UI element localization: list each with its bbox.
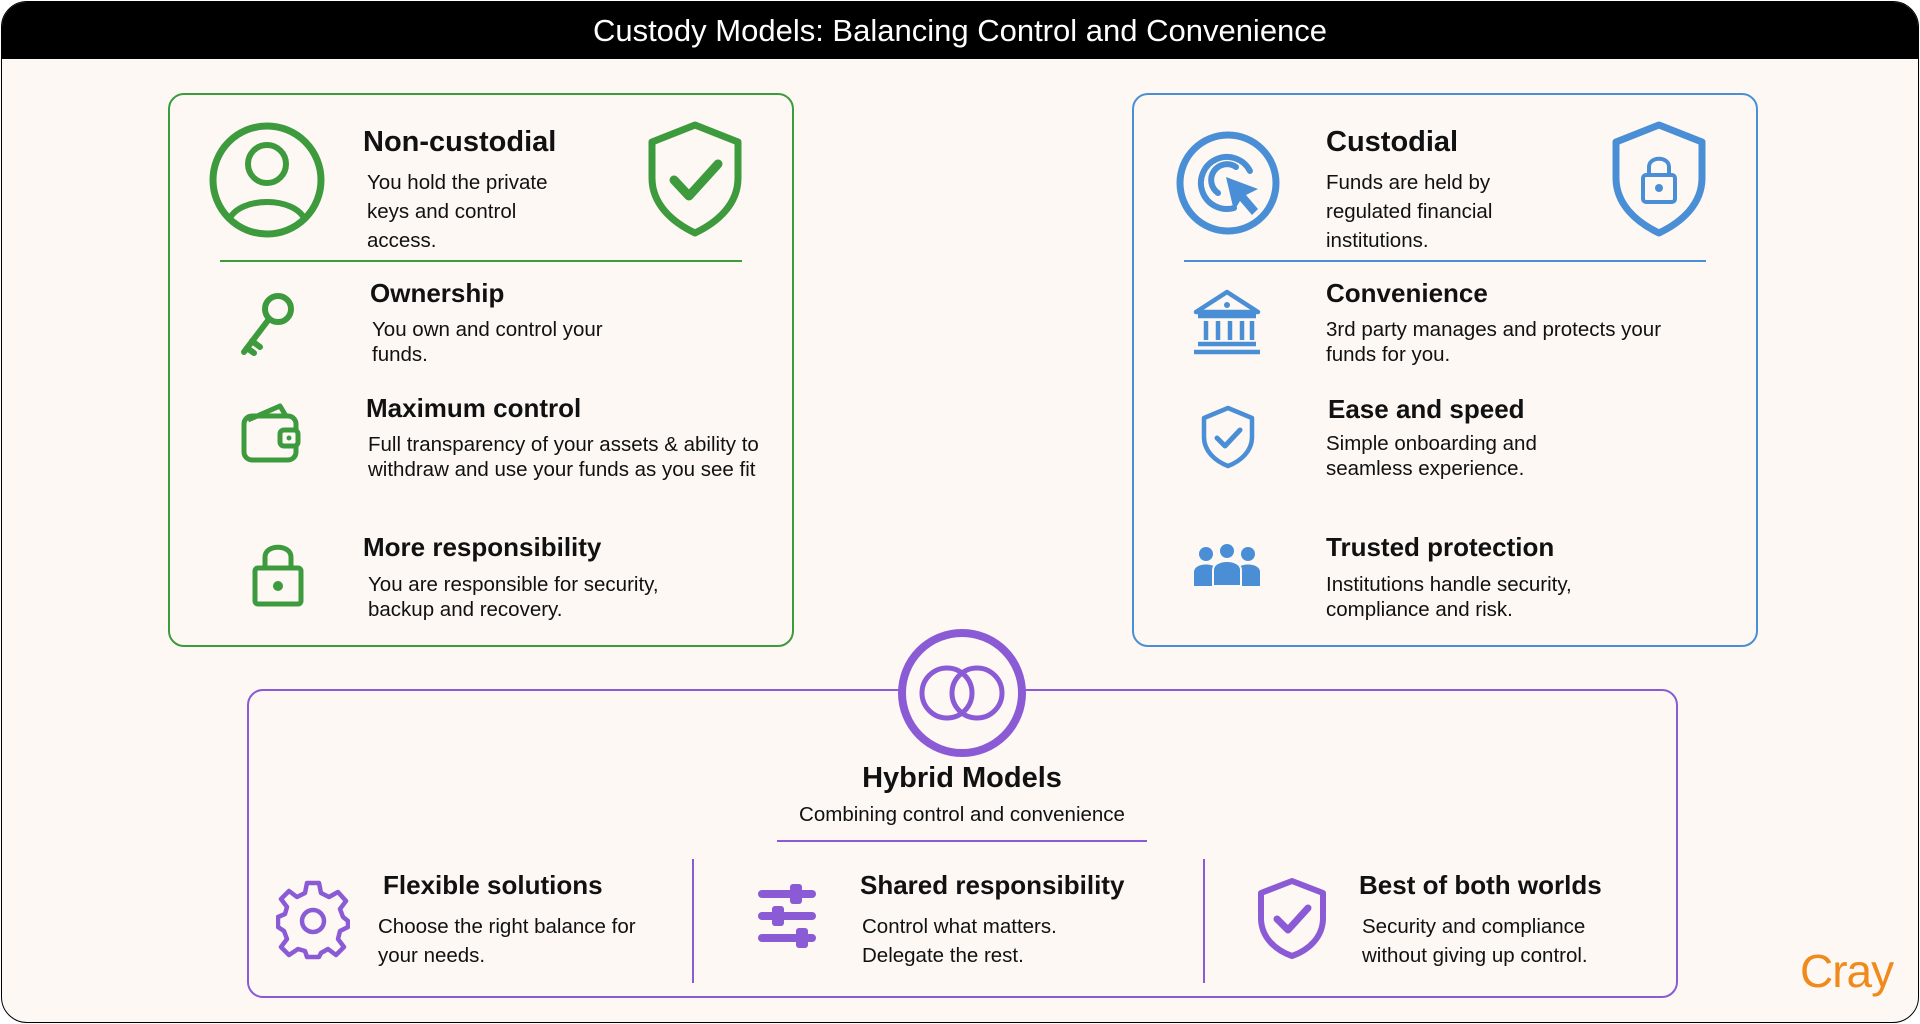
shared-responsibility-text: Control what matters. Delegate the rest. (862, 915, 1057, 967)
sliders-icon (758, 884, 816, 948)
page-title: Custody Models: Balancing Control and Co… (2, 2, 1918, 59)
brand-logo: Cray (1800, 945, 1894, 997)
key-icon (241, 293, 294, 356)
non-custodial-subtitle: You hold the private keys and control ac… (367, 171, 548, 252)
users-icon (1194, 542, 1260, 587)
flexible-solutions-text: Choose the right balance for your needs. (378, 915, 636, 967)
best-of-both-worlds-text: Security and compliance without giving u… (1362, 915, 1588, 967)
user-icon (209, 122, 325, 238)
ownership-title: Ownership (370, 278, 505, 308)
custodial-subtitle: Funds are held by regulated financial in… (1326, 171, 1493, 252)
target-cursor-icon (1176, 131, 1280, 235)
divider (220, 260, 742, 262)
wallet-icon (241, 403, 301, 463)
more-responsibility-title: More responsibility (363, 532, 602, 562)
column-divider (1203, 859, 1205, 983)
bank-icon (1193, 289, 1261, 355)
lock-icon (252, 544, 304, 607)
maximum-control-text: Full transparency of your assets & abili… (368, 433, 759, 481)
non-custodial-title: Non-custodial (363, 126, 557, 158)
trusted-protection-title: Trusted protection (1326, 532, 1555, 562)
ownership-text: You own and control your funds. (372, 318, 603, 366)
shield-lock-icon (1612, 121, 1706, 237)
divider (777, 840, 1147, 842)
shield-check-icon (1201, 405, 1255, 469)
gear-icon (276, 880, 350, 960)
ease-and-speed-title: Ease and speed (1328, 394, 1525, 424)
best-of-both-worlds-title: Best of both worlds (1359, 870, 1602, 900)
column-divider (692, 859, 694, 983)
custodial-panel (1132, 93, 1758, 647)
shield-check-icon (1258, 878, 1326, 959)
convenience-text: 3rd party manages and protects your fund… (1326, 318, 1662, 366)
divider (1184, 260, 1706, 262)
hybrid-subtitle: Combining control and convenience (799, 803, 1125, 826)
hybrid-title: Hybrid Models (862, 762, 1062, 794)
maximum-control-title: Maximum control (366, 393, 582, 423)
convenience-title: Convenience (1326, 278, 1488, 308)
flexible-solutions-title: Flexible solutions (383, 870, 603, 900)
non-custodial-panel (168, 93, 794, 647)
more-responsibility-text: You are responsible for security, backup… (368, 573, 659, 621)
ease-and-speed-text: Simple onboarding and seamless experienc… (1326, 432, 1537, 480)
trusted-protection-text: Institutions handle security, compliance… (1326, 573, 1572, 621)
interlocking-rings-icon (898, 629, 1026, 757)
shield-check-icon (648, 121, 742, 237)
shared-responsibility-title: Shared responsibility (860, 870, 1125, 900)
custodial-title: Custodial (1326, 126, 1459, 158)
